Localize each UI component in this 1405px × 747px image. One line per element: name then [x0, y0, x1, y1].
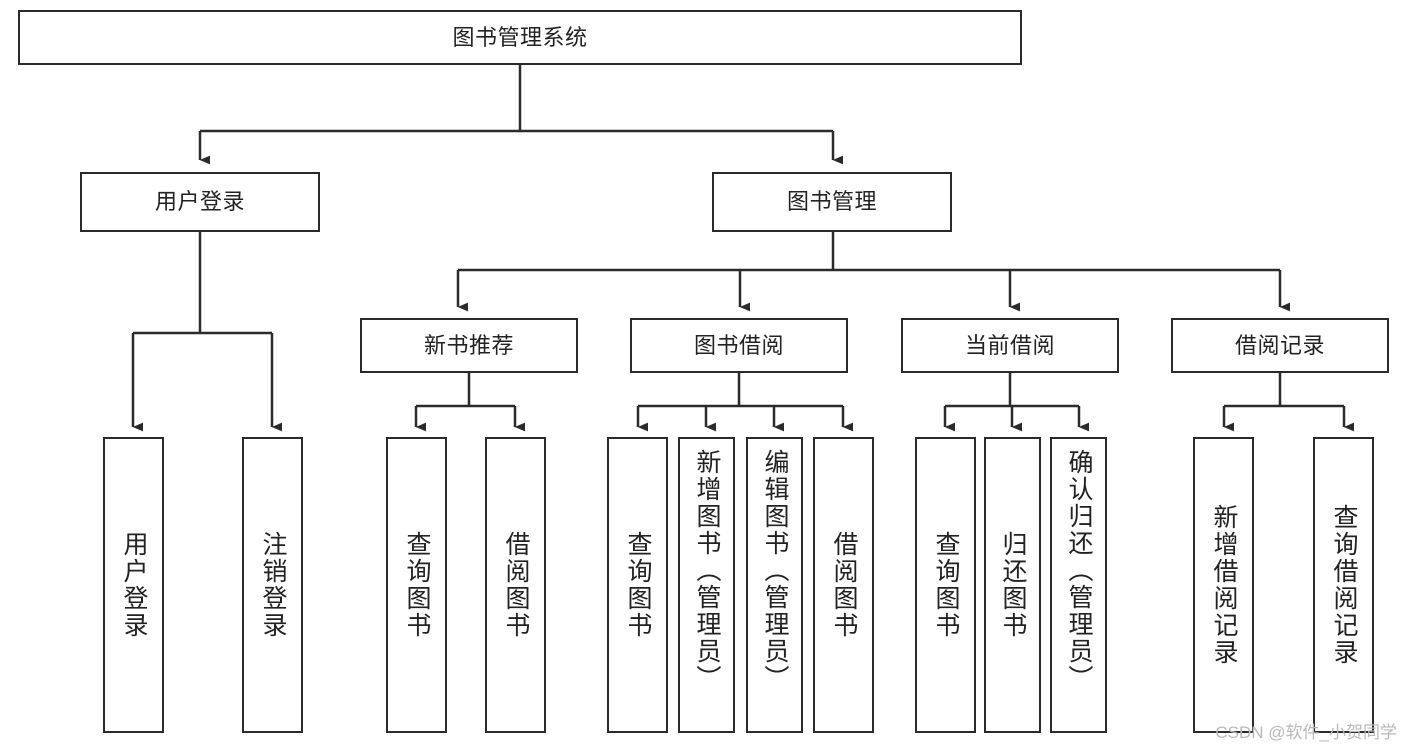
leaf-borrow-query-book[interactable]: 查询图书: [607, 437, 668, 733]
node-current-borrow[interactable]: 当前借阅: [901, 318, 1119, 373]
node-label: 用户登录: [154, 189, 245, 215]
leaf-current-confirm-return-admin[interactable]: 确认归还（管理员）: [1050, 437, 1107, 733]
node-borrow-record[interactable]: 借阅记录: [1171, 318, 1389, 373]
leaf-record-query-record[interactable]: 查询借阅记录: [1313, 437, 1374, 733]
node-label: 确认归还（管理员）: [1065, 449, 1093, 692]
leaf-user-login-logout[interactable]: 注销登录: [242, 437, 303, 733]
node-new-book-recommend[interactable]: 新书推荐: [360, 318, 578, 373]
node-label: 查询借阅记录: [1330, 504, 1358, 666]
node-label: 新书推荐: [423, 332, 514, 358]
node-label: 查询图书: [932, 531, 960, 639]
node-label: 借阅记录: [1234, 332, 1325, 358]
node-label: 新增图书（管理员）: [693, 449, 721, 692]
node-label: 图书借阅: [693, 332, 784, 358]
leaf-new-book-borrow[interactable]: 借阅图书: [485, 437, 546, 733]
node-root-system[interactable]: 图书管理系统: [18, 10, 1022, 65]
node-user-login[interactable]: 用户登录: [80, 172, 320, 232]
node-label: 新增借阅记录: [1210, 504, 1238, 666]
node-label: 编辑图书（管理员）: [761, 449, 789, 692]
node-label: 归还图书: [999, 531, 1027, 639]
node-book-management[interactable]: 图书管理: [712, 172, 952, 232]
leaf-record-add-record[interactable]: 新增借阅记录: [1193, 437, 1254, 733]
node-label: 借阅图书: [502, 531, 530, 639]
node-label: 查询图书: [403, 531, 431, 639]
leaf-new-book-query[interactable]: 查询图书: [386, 437, 447, 733]
leaf-user-login-login[interactable]: 用户登录: [103, 437, 164, 733]
node-label: 借阅图书: [830, 531, 858, 639]
node-label: 用户登录: [120, 531, 148, 639]
csdn-watermark: CSDN @软件_小贺同学: [1215, 723, 1397, 742]
leaf-borrow-add-book-admin[interactable]: 新增图书（管理员）: [678, 437, 735, 733]
leaf-current-return-book[interactable]: 归还图书: [984, 437, 1041, 733]
leaf-borrow-borrow-book[interactable]: 借阅图书: [813, 437, 874, 733]
node-label: 注销登录: [259, 531, 287, 639]
node-book-borrow[interactable]: 图书借阅: [630, 318, 848, 373]
node-label: 查询图书: [624, 531, 652, 639]
node-label: 图书管理系统: [452, 24, 588, 50]
leaf-current-query-book[interactable]: 查询图书: [915, 437, 976, 733]
leaf-borrow-edit-book-admin[interactable]: 编辑图书（管理员）: [746, 437, 803, 733]
node-label: 当前借阅: [964, 332, 1055, 358]
node-label: 图书管理: [786, 189, 877, 215]
